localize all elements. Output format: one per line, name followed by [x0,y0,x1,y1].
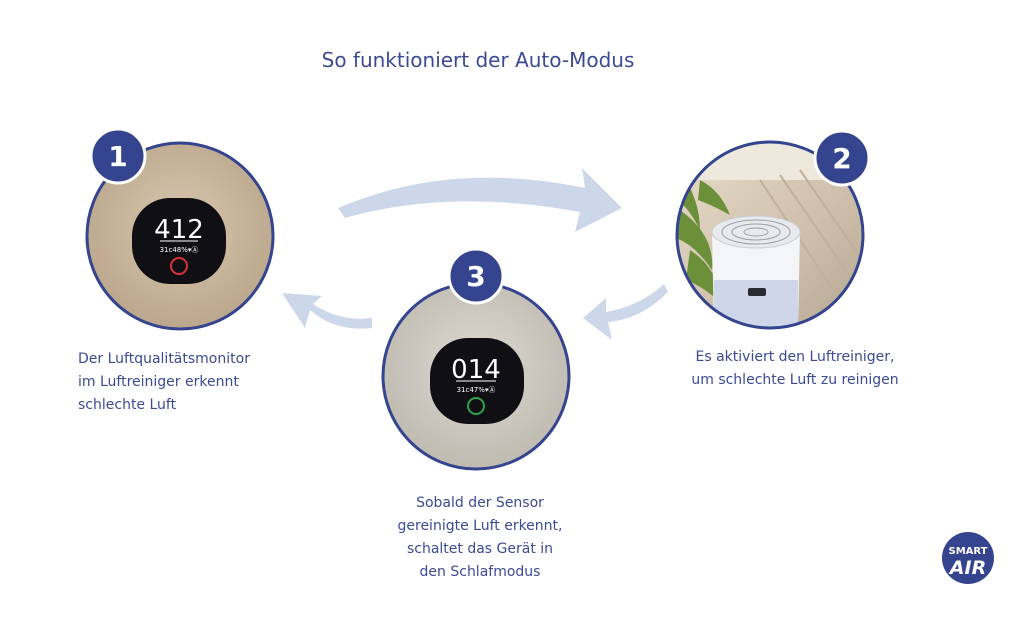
svg-text:1: 1 [108,140,127,173]
step-3-badge: 3 [447,247,505,305]
step-3-reading: 014 [451,355,501,385]
svg-text:AIR: AIR [948,557,986,579]
svg-text:3: 3 [466,260,485,293]
step-1-device: 412 31c48%▾Ⓐ [85,141,275,331]
step-2-badge: 2 [813,129,871,187]
air-purifier-unit [711,215,801,328]
step-1-caption: Der Luftqualitätsmonitor im Luftreiniger… [78,351,250,413]
step-3-device: 014 31c47%▾Ⓐ [381,281,571,471]
step-1-badge: 1 [89,127,147,185]
arrow-center-to-left [282,293,372,329]
smart-air-logo: SMART AIR [942,532,994,584]
step-1-subreading: 31c48%▾Ⓐ [160,246,199,254]
status-ring-green [467,397,485,415]
page-title: So funktioniert der Auto-Modus [321,48,635,72]
step-3-subreading: 31c47%▾Ⓐ [457,386,496,394]
svg-text:2: 2 [832,142,851,175]
arrow-top [338,168,622,232]
svg-text:SMART: SMART [949,546,988,557]
arrow-right-to-center [583,284,668,340]
step-1-reading: 412 [154,215,204,245]
status-ring-red [170,257,188,275]
step-3-caption: Sobald der Sensor gereinigte Luft erkenn… [397,495,563,580]
step-2-caption: Es aktiviert den Luftreiniger, um schlec… [691,349,899,388]
